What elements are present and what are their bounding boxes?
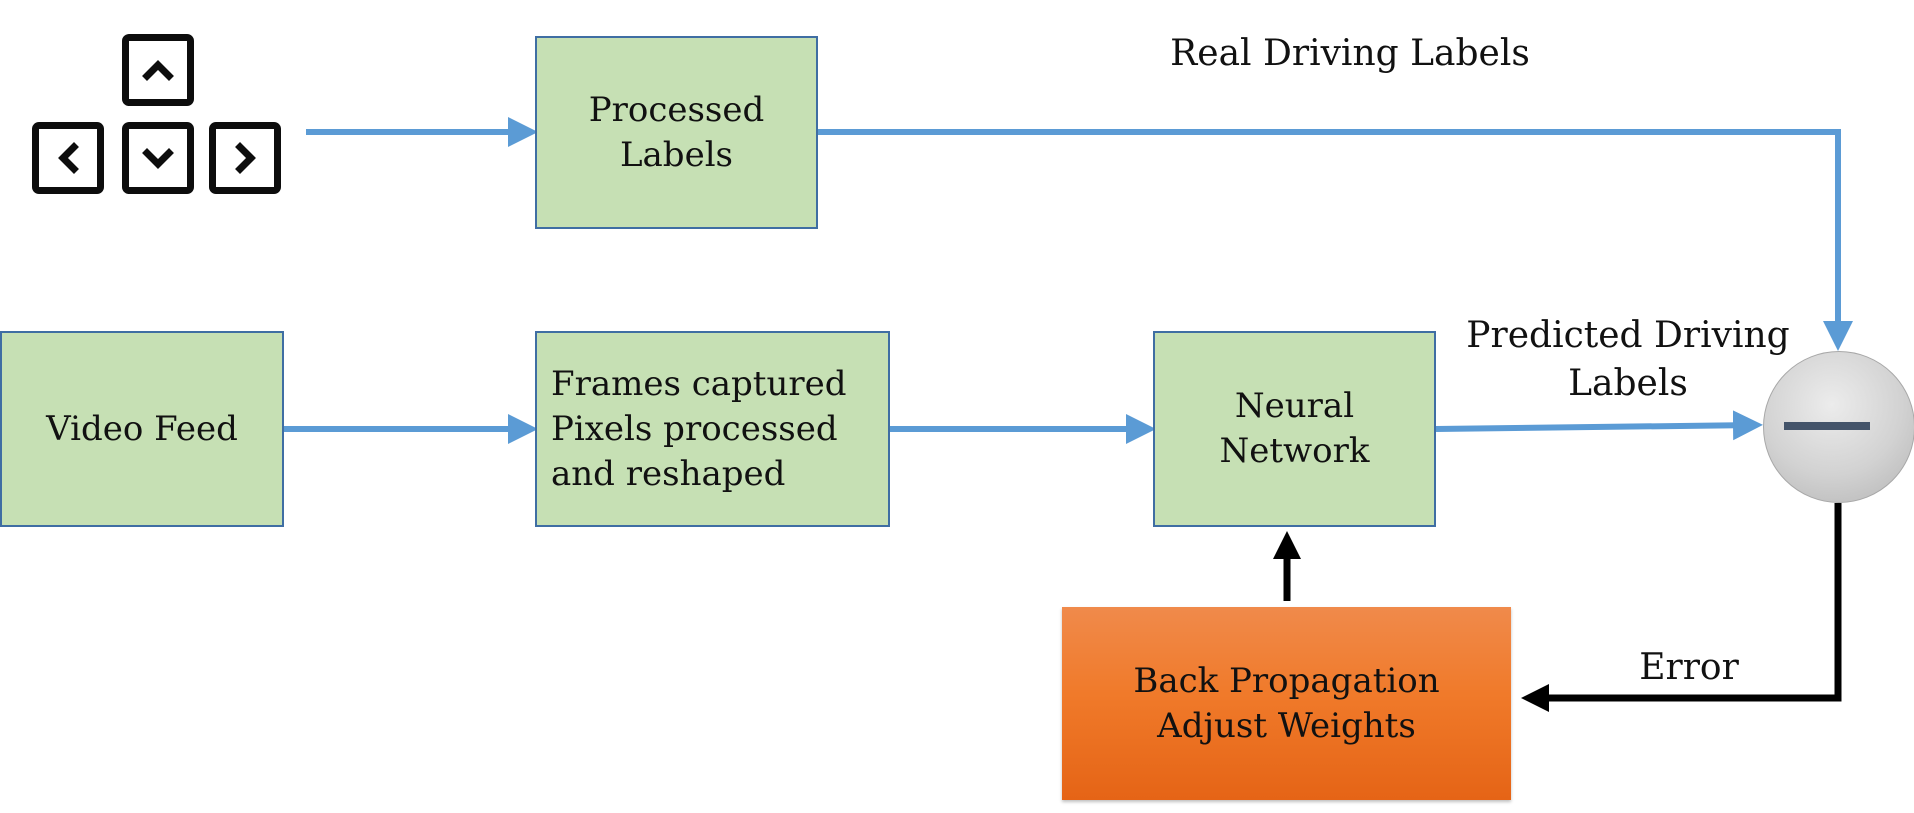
right-arrow-key-icon [209,122,281,194]
video-feed-box: Video Feed [0,331,284,527]
real-labels-to-comparator [818,129,1853,351]
down-arrow-key-icon [122,122,194,194]
predicted-driving-labels-text: Predicted Driving Labels [1448,312,1808,408]
frames-processing-box: Frames captured Pixels processed and res… [535,331,890,527]
real-driving-labels-text: Real Driving Labels [1170,33,1530,74]
frames-line-2: Pixels processed [551,408,838,449]
frames-line-3: and reshaped [551,453,786,494]
error-to-back-propagation [1521,503,1842,712]
predicted-driving-line-2: Labels [1568,363,1688,404]
processed-labels-line-2: Labels [619,134,734,175]
left-arrow-key-icon [32,122,104,194]
processed-labels-line-1: Processed [588,89,765,130]
back-propagation-line-1: Back Propagation [1133,660,1440,701]
minus-icon [1784,422,1870,430]
back-propagation-line-2: Adjust Weights [1157,705,1416,746]
neural-network-line-2: Network [1219,431,1370,471]
error-text: Error [1639,647,1739,688]
processed-labels-box: Processed Labels [535,36,818,229]
predicted-driving-line-1: Predicted Driving [1466,315,1790,356]
neural-network-box: Neural Network [1153,331,1436,527]
subtraction-node [1763,351,1914,503]
up-arrow-key-icon [122,34,194,106]
frames-line-1: Frames captured [551,363,847,404]
neural-network-line-1: Neural [1234,386,1355,426]
neural-network-to-comparator [1435,410,1763,441]
back-propagation-box: Back Propagation Adjust Weights [1062,607,1511,800]
video-feed-label: Video Feed [46,408,238,449]
